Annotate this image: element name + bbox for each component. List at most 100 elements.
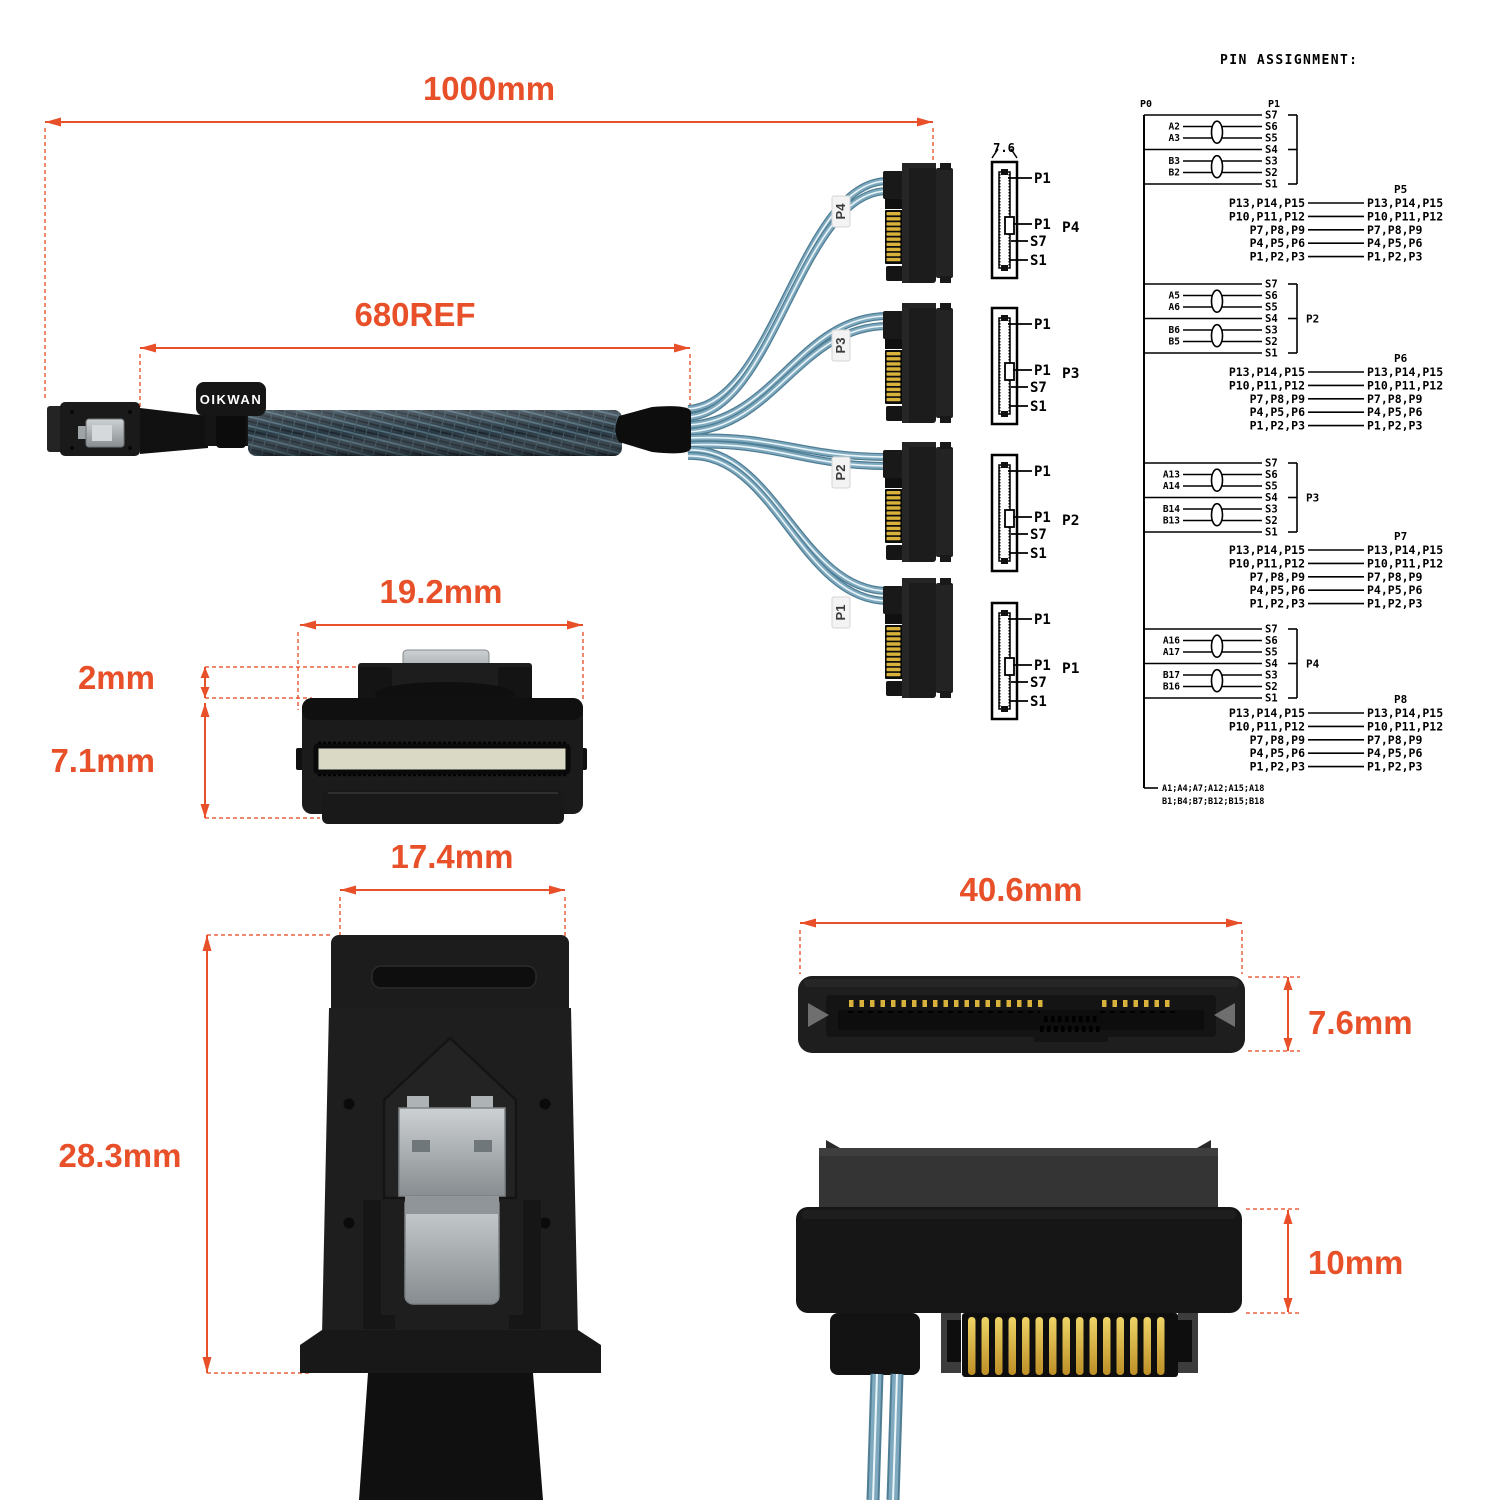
dim-overall-label: 1000mm bbox=[423, 70, 555, 107]
front-view-drawing bbox=[296, 649, 587, 824]
pin-assignment-diagram: PIN ASSIGNMENT: P0A1;A4;A7;A12;A15;A18B1… bbox=[1140, 53, 1443, 807]
wire-label: A17 bbox=[1163, 647, 1180, 658]
gold-pin bbox=[1008, 1317, 1016, 1375]
power-row-left: P10,P11,P12 bbox=[1229, 556, 1305, 570]
power-row-right: P13,P14,P15 bbox=[1367, 706, 1443, 720]
signal-pin: S3 bbox=[1265, 504, 1278, 516]
power-row-right: P4,P5,P6 bbox=[1367, 746, 1422, 760]
schematic-pin-label: P1 bbox=[1034, 317, 1051, 333]
wire-label: A2 bbox=[1169, 122, 1180, 133]
power-row-left: P10,P11,P12 bbox=[1229, 209, 1305, 223]
power-row-right: P7,P8,P9 bbox=[1367, 733, 1422, 747]
signal-pin-contact bbox=[1027, 1000, 1032, 1007]
dim-braid-label: 680REF bbox=[354, 296, 475, 333]
wire-label: A6 bbox=[1169, 302, 1181, 313]
power-row-right: P1,P2,P3 bbox=[1367, 760, 1422, 774]
schematic-pin-label: S1 bbox=[1030, 546, 1047, 562]
signal-pin: S3 bbox=[1265, 670, 1278, 682]
power-row-left: P4,P5,P6 bbox=[1250, 746, 1305, 760]
signal-pin-contact bbox=[891, 1000, 896, 1007]
power-row-right: P13,P14,P15 bbox=[1367, 196, 1443, 210]
power-row-right: P4,P5,P6 bbox=[1367, 405, 1422, 419]
top-view: 17.4mm 28.3mm bbox=[59, 838, 601, 1500]
dim-sas-width: 40.6mm bbox=[960, 871, 1083, 908]
power-row-right: P4,P5,P6 bbox=[1367, 236, 1422, 250]
front-pins bbox=[848, 1000, 1175, 1032]
schematic-name: P1 bbox=[1062, 661, 1080, 677]
front-view: 19.2mm 2mm 7.1mm bbox=[50, 573, 587, 824]
power-row-left: P1,P2,P3 bbox=[1250, 419, 1305, 433]
dim-head-step: 2mm bbox=[78, 659, 155, 696]
power-row-right: P10,P11,P12 bbox=[1367, 719, 1443, 733]
wire-label: B13 bbox=[1163, 516, 1180, 527]
power-row-right: P7,P8,P9 bbox=[1367, 570, 1422, 584]
power-group-name: P7 bbox=[1394, 530, 1407, 543]
signal-pin: S2 bbox=[1265, 167, 1278, 179]
signal-pin-contact bbox=[964, 1000, 969, 1007]
split-boot bbox=[615, 406, 691, 454]
power-pin-contact bbox=[1112, 1000, 1117, 1007]
power-row-right: P10,P11,P12 bbox=[1367, 378, 1443, 392]
power-pin-contact bbox=[1154, 1000, 1159, 1007]
signal-pin-contact bbox=[985, 1000, 990, 1007]
dim-top-width: 17.4mm bbox=[391, 838, 514, 875]
gold-pin bbox=[981, 1317, 989, 1375]
side-gold-pins bbox=[968, 1317, 1165, 1375]
signal-pin-contact bbox=[996, 1000, 1001, 1007]
cable-tag-label: P1 bbox=[833, 605, 848, 621]
gold-pin bbox=[1076, 1317, 1084, 1375]
schematic-pin-label: S7 bbox=[1030, 380, 1047, 396]
host-label: P0 bbox=[1140, 99, 1152, 110]
signal-pin: S6 bbox=[1265, 121, 1278, 133]
group-label: P1 bbox=[1268, 99, 1280, 110]
power-group-name: P8 bbox=[1394, 693, 1407, 706]
power-row-right: P13,P14,P15 bbox=[1367, 365, 1443, 379]
wire-label: B2 bbox=[1169, 168, 1180, 179]
gold-pin bbox=[1089, 1317, 1097, 1375]
signal-pin: S1 bbox=[1265, 693, 1278, 705]
power-row-left: P10,P11,P12 bbox=[1229, 719, 1305, 733]
signal-pin: S5 bbox=[1265, 302, 1278, 314]
power-row-left: P1,P2,P3 bbox=[1250, 597, 1305, 611]
wire-label: B3 bbox=[1169, 156, 1181, 167]
signal-pin: S1 bbox=[1265, 527, 1278, 539]
power-pin-contact bbox=[1102, 1000, 1107, 1007]
gold-pin bbox=[995, 1317, 1003, 1375]
signal-pin: S5 bbox=[1265, 647, 1278, 659]
side-cables bbox=[866, 1373, 904, 1500]
signal-pin: S7 bbox=[1265, 279, 1278, 291]
cable-tag bbox=[831, 596, 851, 629]
gold-pin bbox=[1062, 1317, 1070, 1375]
power-row-right: P10,P11,P12 bbox=[1367, 556, 1443, 570]
signal-pin-contact bbox=[1006, 1000, 1011, 1007]
wire-label: A3 bbox=[1169, 133, 1181, 144]
signal-pin-contact bbox=[922, 1000, 927, 1007]
signal-pin: S6 bbox=[1265, 635, 1278, 647]
power-row-left: P1,P2,P3 bbox=[1250, 760, 1305, 774]
dim-head-width: 19.2mm bbox=[380, 573, 503, 610]
schematic-pin-label: P1 bbox=[1034, 510, 1051, 526]
signal-pin: S2 bbox=[1265, 515, 1278, 527]
schematic-pin-label: S1 bbox=[1030, 253, 1047, 269]
card-edge-slot bbox=[313, 743, 571, 775]
schematic-pin-label: S7 bbox=[1030, 234, 1047, 250]
signal-pin-contact bbox=[870, 1000, 875, 1007]
wire-label: A16 bbox=[1163, 636, 1180, 647]
schematic-pin-label: P1 bbox=[1034, 171, 1051, 187]
signal-pin-contact bbox=[901, 1000, 906, 1007]
power-row-left: P7,P8,P9 bbox=[1250, 223, 1305, 237]
power-row-left: P13,P14,P15 bbox=[1229, 365, 1305, 379]
signal-pin: S7 bbox=[1265, 624, 1278, 636]
power-row-left: P7,P8,P9 bbox=[1250, 392, 1305, 406]
ground-note: B1;B4;B7;B12;B15;B18 bbox=[1162, 797, 1264, 807]
